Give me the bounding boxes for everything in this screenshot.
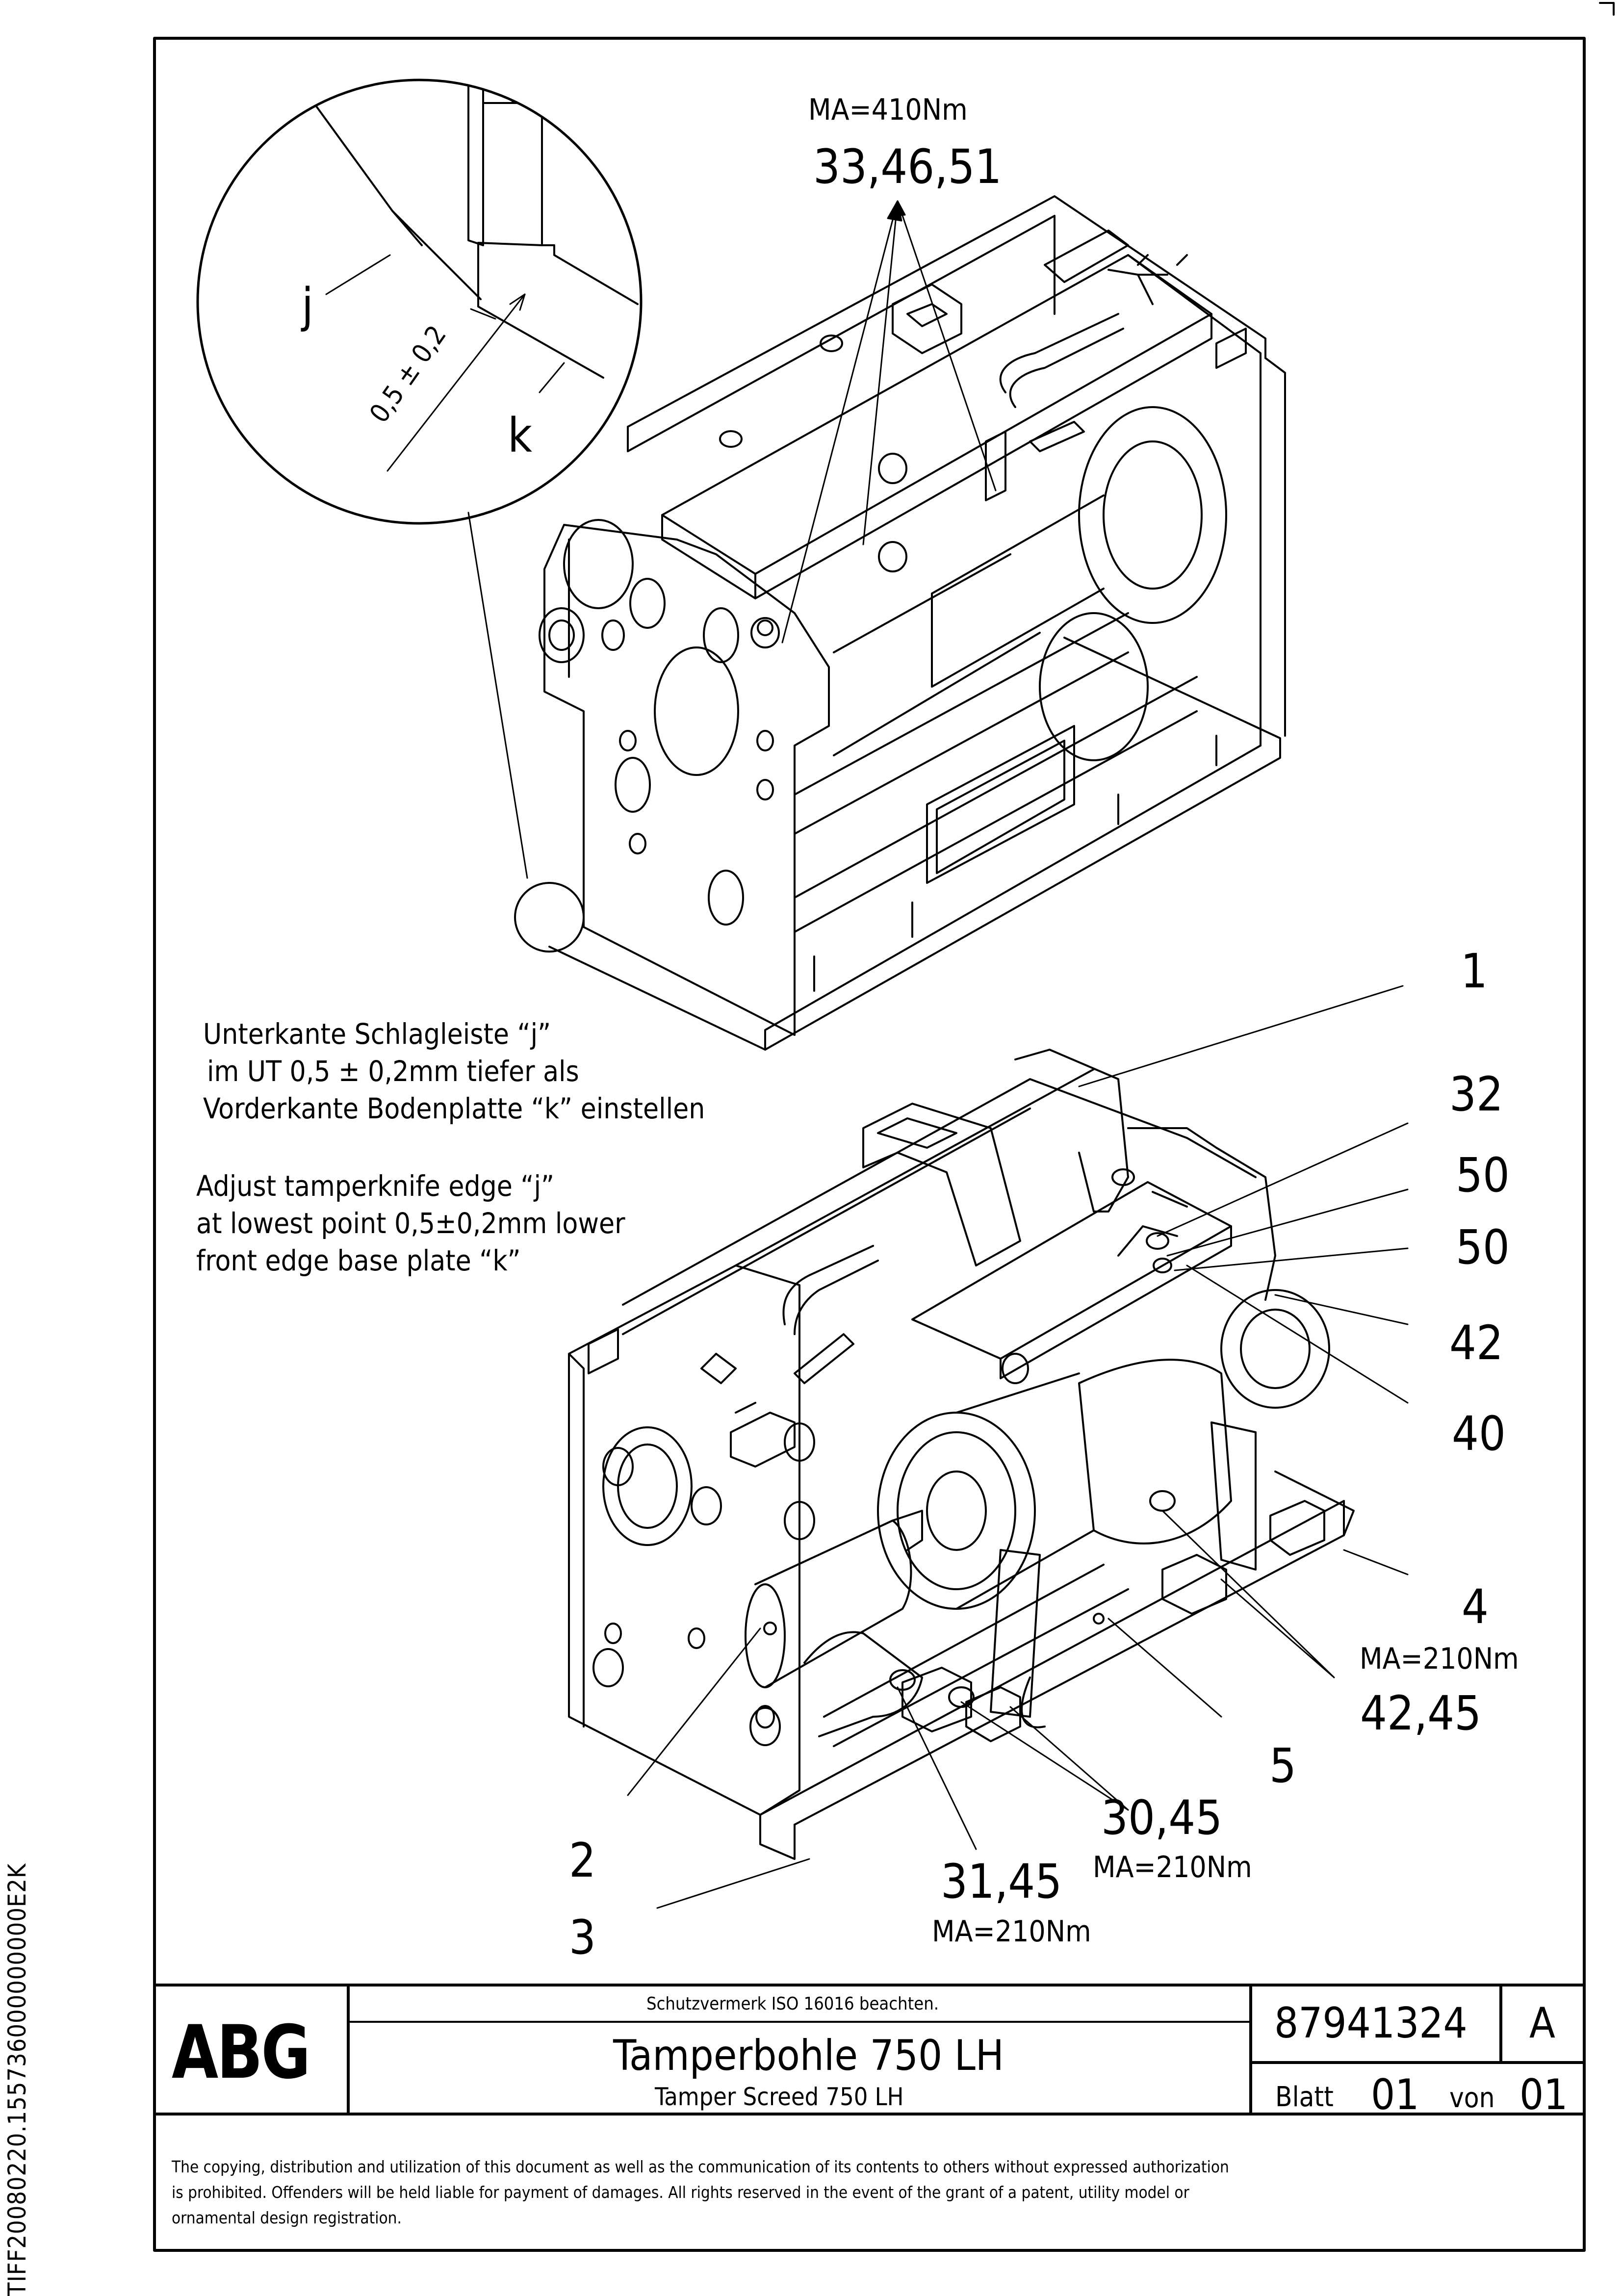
corner-mark: [1599, 2, 1615, 16]
drawing-title-de: Tamperbohle 750 LH: [613, 2031, 1004, 2080]
callout-50-lower: 50: [1456, 1220, 1510, 1275]
copyright-line-2: is prohibited. Offenders will be held li…: [172, 2183, 1189, 2202]
torque-210-c: MA=210Nm: [932, 1914, 1091, 1949]
sheet-frame: [153, 37, 1586, 2252]
company-logo: ABG: [172, 2010, 310, 2095]
detail-label-k: k: [508, 408, 533, 463]
torque-210-b: MA=210Nm: [1093, 1850, 1252, 1884]
callout-42: 42: [1449, 1316, 1503, 1370]
callout-1: 1: [1461, 944, 1488, 999]
callout-2: 2: [569, 1833, 596, 1888]
note-en-line-3: front edge base plate “k”: [196, 1244, 521, 1277]
callout-32: 32: [1449, 1067, 1503, 1122]
detail-view-circle: [196, 78, 643, 525]
callout-50-upper: 50: [1456, 1148, 1510, 1203]
of-label: von: [1449, 2082, 1495, 2114]
copyright-notice: The copying, distribution and utilizatio…: [172, 2154, 1229, 2231]
upper-assembly: [539, 195, 1286, 1051]
copyright-line-3: ornamental design registration.: [172, 2208, 402, 2227]
callout-4: 4: [1462, 1579, 1489, 1634]
callout-40: 40: [1452, 1406, 1506, 1461]
note-de-line-3: Vorderkante Bodenplatte “k” einstellen: [203, 1092, 705, 1125]
callout-31-45: 31,45: [941, 1854, 1062, 1909]
detail-leader: [467, 512, 528, 879]
note-de-line-1: Unterkante Schlagleiste “j”: [203, 1017, 551, 1051]
callout-3: 3: [569, 1910, 596, 1965]
torque-210-a: MA=210Nm: [1360, 1642, 1519, 1676]
title-block-grid: [153, 1984, 1586, 2115]
callout-30-45: 30,45: [1101, 1790, 1223, 1845]
revision: A: [1529, 1999, 1555, 2048]
torque-410: MA=410Nm: [808, 93, 968, 127]
note-english: Adjust tamperknife edge “j” at lowest po…: [196, 1167, 625, 1279]
copyright-line-1: The copying, distribution and utilizatio…: [172, 2157, 1229, 2176]
note-en-line-2: at lowest point 0,5±0,2mm lower: [196, 1207, 625, 1240]
note-en-line-1: Adjust tamperknife edge “j”: [196, 1169, 554, 1203]
note-german: Unterkante Schlagleiste “j” im UT 0,5 ± …: [203, 1015, 705, 1127]
protection-notice: Schutzvermerk ISO 16016 beachten.: [646, 1994, 939, 2014]
side-file-code: TIFF20080220.155736000000000E2K: [3, 1863, 31, 2296]
detail-source-circle: [514, 882, 585, 953]
lower-assembly: [568, 1049, 1355, 1860]
callout-33-46-51: 33,46,51: [813, 139, 1002, 194]
note-de-line-2: im UT 0,5 ± 0,2mm tiefer als: [207, 1055, 579, 1088]
leader-lines: [627, 200, 1409, 1909]
sheet-label: Blatt: [1275, 2081, 1334, 2113]
document-number: 87941324: [1274, 1999, 1468, 2048]
callout-42-45: 42,45: [1360, 1686, 1482, 1741]
detail-label-j: j: [302, 278, 313, 333]
callout-5: 5: [1269, 1738, 1296, 1793]
sheet-total: 01: [1519, 2070, 1568, 2119]
sheet-number: 01: [1371, 2070, 1419, 2119]
drawing-title-en: Tamper Screed 750 LH: [655, 2083, 904, 2111]
